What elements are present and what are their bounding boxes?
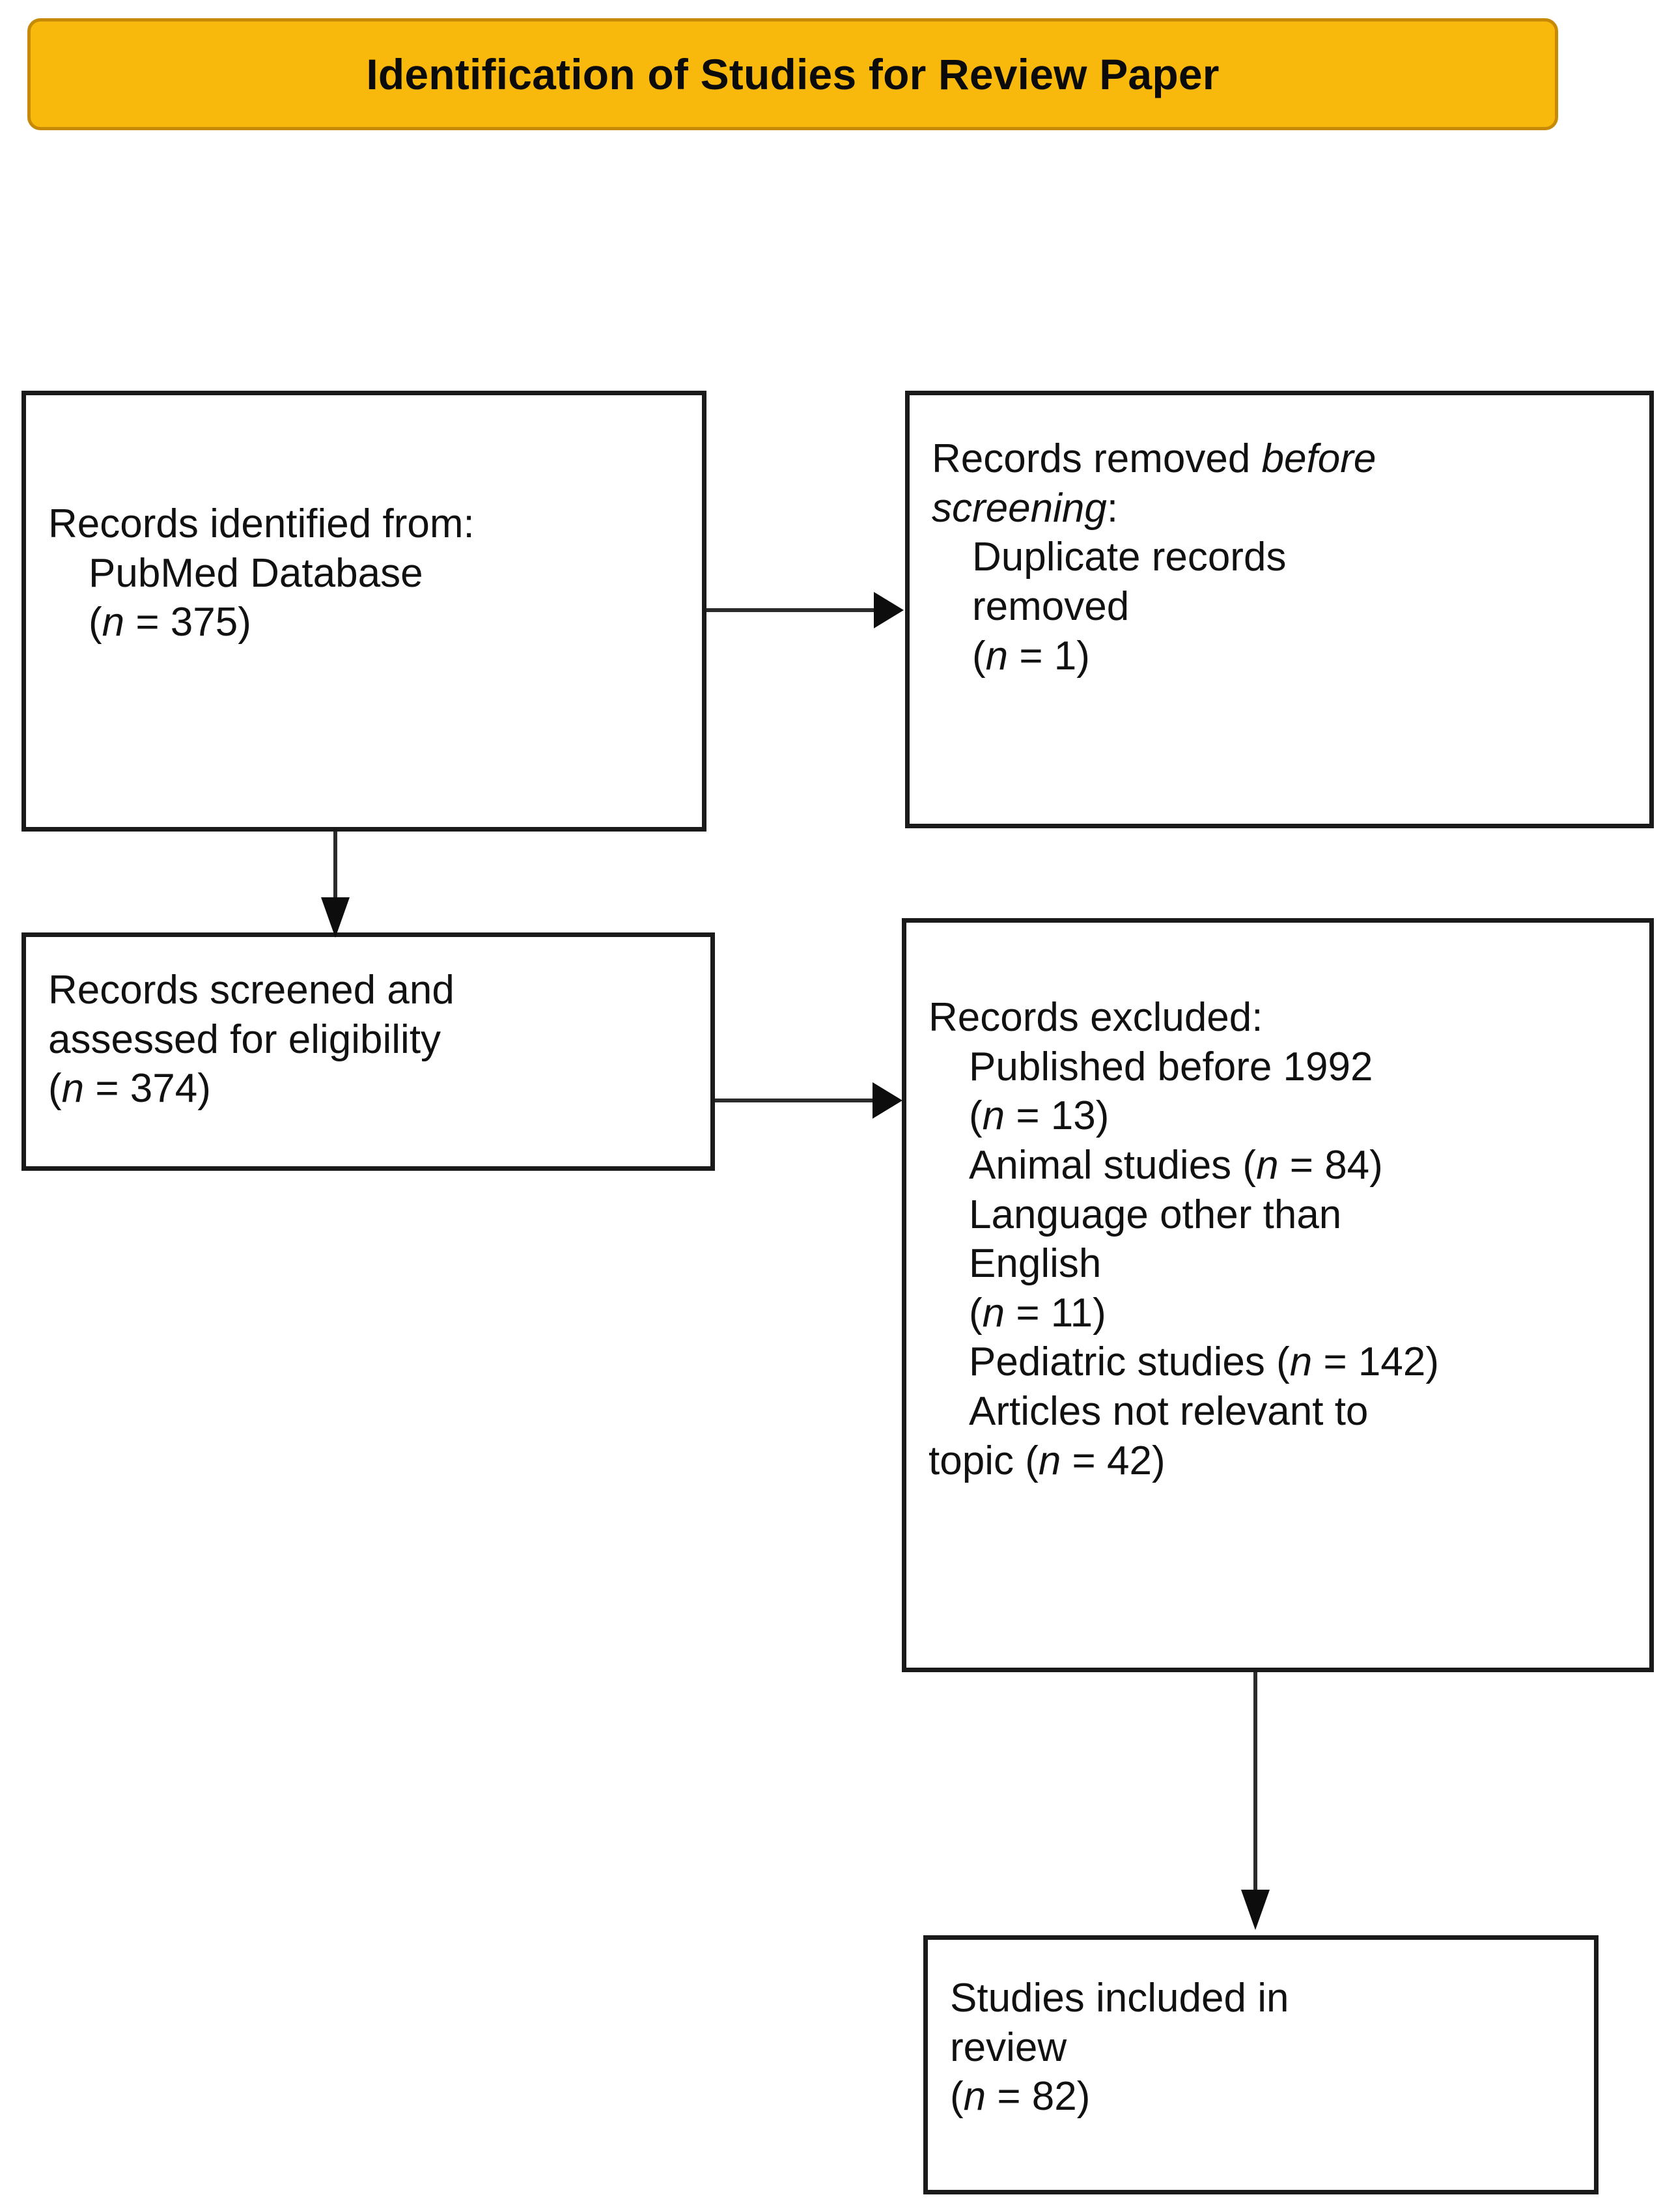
- count-value: = 374): [84, 1066, 211, 1112]
- records-identified-line-1: Records identified from:: [48, 501, 475, 546]
- exclusion-reason-label: Animal studies (: [969, 1142, 1257, 1188]
- studies-included-line-1: Studies included in: [950, 1976, 1289, 2021]
- box-records-identified: Records identified from: PubMed Database…: [21, 391, 706, 832]
- records-removed-line-4: removed: [972, 583, 1130, 629]
- connector-identified-to-removed: [706, 608, 876, 612]
- records-removed-text: Records removed: [932, 436, 1262, 481]
- screening-italic: screening: [932, 485, 1107, 531]
- paren-open: (: [969, 1093, 983, 1139]
- n-symbol: n: [982, 1093, 1005, 1139]
- records-removed-line-2: screening:: [932, 484, 1627, 533]
- n-symbol: n: [982, 1290, 1005, 1336]
- connector-screened-to-excluded: [715, 1099, 874, 1102]
- count-value: = 82): [986, 2074, 1091, 2120]
- records-removed-count: (n = 1): [932, 632, 1627, 681]
- exclusion-reason-label-count: Animal studies (n = 84): [929, 1141, 1627, 1190]
- n-symbol: n: [963, 2074, 986, 2120]
- n-symbol: n: [1256, 1142, 1279, 1188]
- exclusion-reason-count: (n = 13): [929, 1091, 1627, 1141]
- exclusion-reason-label-cont: English: [969, 1241, 1102, 1287]
- records-screened-count: (n = 374): [48, 1064, 688, 1113]
- arrow-down-icon: [1241, 1890, 1270, 1930]
- records-screened-line-2: assessed for eligibility: [48, 1016, 441, 1062]
- exclusion-reason-label-count: Pediatric studies (n = 142): [929, 1337, 1627, 1387]
- connector-identified-to-screened: [333, 832, 337, 903]
- count-value: = 42): [1061, 1438, 1166, 1483]
- count-value: = 13): [1005, 1093, 1110, 1139]
- paren-open: (: [972, 633, 986, 679]
- n-symbol: n: [1038, 1438, 1061, 1483]
- n-symbol: n: [985, 633, 1009, 679]
- arrow-down-icon: [321, 897, 350, 938]
- exclusion-reason-label: Language other than: [969, 1192, 1342, 1237]
- count-value: = 84): [1278, 1142, 1383, 1188]
- n-symbol: n: [102, 600, 125, 645]
- box-studies-included: Studies included in review (n = 82): [923, 1935, 1599, 2194]
- n-symbol: n: [1289, 1339, 1313, 1385]
- count-value: = 1): [1008, 633, 1090, 679]
- count-value: = 142): [1312, 1339, 1439, 1385]
- records-identified-line-2: PubMed Database: [89, 550, 423, 596]
- records-excluded-heading: Records excluded:: [929, 995, 1263, 1040]
- records-removed-line-1: Records removed before: [932, 434, 1627, 484]
- n-symbol: n: [61, 1066, 85, 1112]
- studies-included-count: (n = 82): [950, 2072, 1572, 2121]
- box-records-removed: Records removed before screening: Duplic…: [905, 391, 1654, 828]
- arrow-right-icon: [874, 592, 904, 628]
- connector-excluded-to-included: [1253, 1672, 1257, 1895]
- paren-open: (: [969, 1290, 983, 1336]
- page-title-banner: Identification of Studies for Review Pap…: [27, 18, 1558, 130]
- exclusion-reason-label: Pediatric studies (: [969, 1339, 1290, 1385]
- studies-included-line-2: review: [950, 2024, 1067, 2070]
- colon: :: [1106, 485, 1119, 531]
- arrow-right-icon: [873, 1082, 902, 1119]
- exclusion-reason-count: (n = 11): [929, 1289, 1627, 1338]
- exclusion-reason-label: Articles not relevant to: [969, 1389, 1369, 1434]
- box-records-screened: Records screened and assessed for eligib…: [21, 932, 715, 1171]
- exclusion-reason-label-cont-count: topic (n = 42): [929, 1436, 1627, 1486]
- paren-open: (: [48, 1066, 62, 1112]
- paren-open: (: [950, 2074, 964, 2120]
- count-value: = 375): [124, 600, 251, 645]
- page-title: Identification of Studies for Review Pap…: [366, 50, 1220, 98]
- before-italic: before: [1261, 436, 1376, 481]
- records-screened-line-1: Records screened and: [48, 968, 454, 1013]
- count-value: = 11): [1005, 1290, 1106, 1336]
- records-removed-line-3: Duplicate records: [972, 535, 1287, 580]
- exclusion-reason-label-cont: topic (: [929, 1438, 1039, 1483]
- records-identified-count: (n = 375): [48, 598, 680, 647]
- paren-open: (: [89, 600, 102, 645]
- box-records-excluded: Records excluded: Published before 1992 …: [902, 918, 1654, 1672]
- exclusion-reason-label: Published before 1992: [969, 1044, 1373, 1089]
